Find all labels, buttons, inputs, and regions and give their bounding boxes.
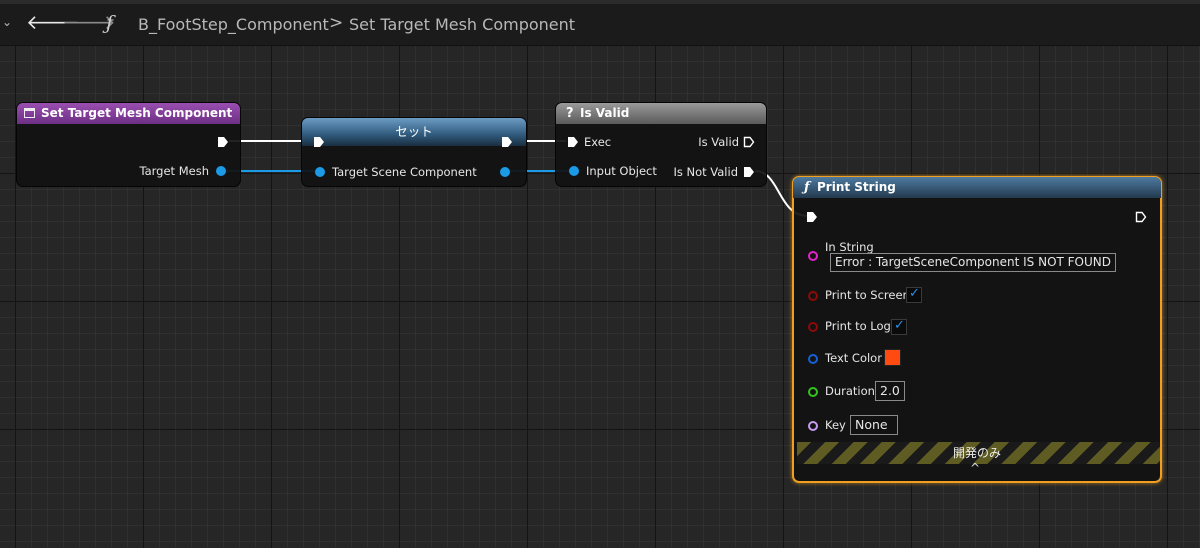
breadcrumb-blueprint[interactable]: B_FootStep_Component: [138, 15, 329, 34]
node-title: Print String: [817, 180, 896, 194]
function-icon: ƒ: [804, 180, 810, 195]
development-only-label: 開発のみ: [952, 446, 1001, 460]
node-title: セット: [395, 124, 433, 139]
exec-in-pin[interactable]: [567, 136, 579, 148]
text-color-label: Text Color: [825, 351, 882, 365]
back-arrow-icon[interactable]: 🡐: [26, 10, 80, 34]
print-to-log-label: Print to Log: [825, 319, 891, 333]
node-header[interactable]: ƒ Print String: [793, 177, 1161, 198]
target-scene-out-pin[interactable]: [500, 167, 510, 177]
function-icon: ƒ: [106, 12, 114, 34]
exec-out-pin[interactable]: [501, 136, 513, 148]
development-only-banner: [797, 442, 1160, 464]
text-color-pin[interactable]: [808, 354, 818, 364]
check-icon: ✓: [894, 318, 905, 333]
set-variable-node[interactable]: セット Target Scene Component: [301, 117, 527, 187]
target-mesh-pin[interactable]: [216, 166, 226, 176]
key-label: Key: [825, 418, 846, 432]
node-header[interactable]: Set Target Mesh Component: [17, 103, 240, 124]
chevron-up-icon[interactable]: ^: [970, 461, 981, 475]
chevron-down-icon[interactable]: ⌄: [2, 15, 13, 29]
is-not-valid-exec-pin[interactable]: [743, 166, 755, 178]
question-icon: ?: [566, 106, 574, 121]
exec-out-pin[interactable]: [1135, 211, 1147, 223]
exec-in-pin[interactable]: [313, 136, 325, 148]
duration-field[interactable]: 2.0: [875, 381, 905, 401]
key-field[interactable]: None: [850, 415, 898, 435]
forward-arrow-icon[interactable]: 🡒: [62, 10, 116, 34]
target-mesh-label: Target Mesh: [139, 164, 209, 178]
in-string-field[interactable]: Error : TargetSceneComponent IS NOT FOUN…: [830, 253, 1116, 272]
print-to-screen-label: Print to Screen: [825, 288, 910, 302]
node-title: Is Valid: [580, 106, 630, 120]
node-header[interactable]: セット: [302, 118, 526, 146]
exec-in-pin[interactable]: [806, 211, 818, 223]
target-scene-label: Target Scene Component: [332, 165, 477, 179]
function-entry-node[interactable]: Set Target Mesh Component Target Mesh: [16, 102, 241, 187]
breadcrumb-separator: >: [329, 13, 344, 33]
duration-pin[interactable]: [808, 387, 818, 397]
input-object-pin[interactable]: [569, 166, 579, 176]
duration-label: Duration: [825, 384, 875, 398]
node-header[interactable]: ? Is Valid: [556, 103, 766, 124]
tab-strip: [0, 0, 1200, 4]
text-color-swatch[interactable]: [884, 349, 901, 366]
breadcrumb-function[interactable]: Set Target Mesh Component: [349, 15, 576, 34]
node-title: Set Target Mesh Component: [41, 106, 233, 120]
exec-label: Exec: [584, 135, 612, 149]
print-string-node[interactable]: ƒ Print String In String Error : TargetS…: [792, 176, 1162, 483]
input-object-label: Input Object: [586, 164, 657, 178]
check-icon: ✓: [909, 286, 920, 301]
is-valid-node[interactable]: ? Is Valid Exec Is Valid Input Object Is…: [555, 102, 767, 187]
function-entry-icon: [24, 108, 35, 118]
breadcrumb-toolbar: ⌄ 🡐 🡒 ƒ B_FootStep_Component > Set Targe…: [0, 0, 1200, 46]
exec-out-pin[interactable]: [217, 136, 229, 148]
in-string-pin[interactable]: [808, 251, 818, 261]
print-to-log-pin[interactable]: [808, 322, 818, 332]
key-pin[interactable]: [808, 421, 818, 431]
is-valid-label: Is Valid: [698, 135, 739, 149]
print-to-screen-checkbox[interactable]: ✓: [906, 286, 922, 303]
is-not-valid-label: Is Not Valid: [673, 165, 738, 179]
is-valid-exec-pin[interactable]: [743, 136, 755, 148]
target-scene-in-pin[interactable]: [315, 167, 325, 177]
in-string-label: In String: [825, 240, 874, 254]
print-to-screen-pin[interactable]: [808, 291, 818, 301]
print-to-log-checkbox[interactable]: ✓: [891, 318, 907, 335]
